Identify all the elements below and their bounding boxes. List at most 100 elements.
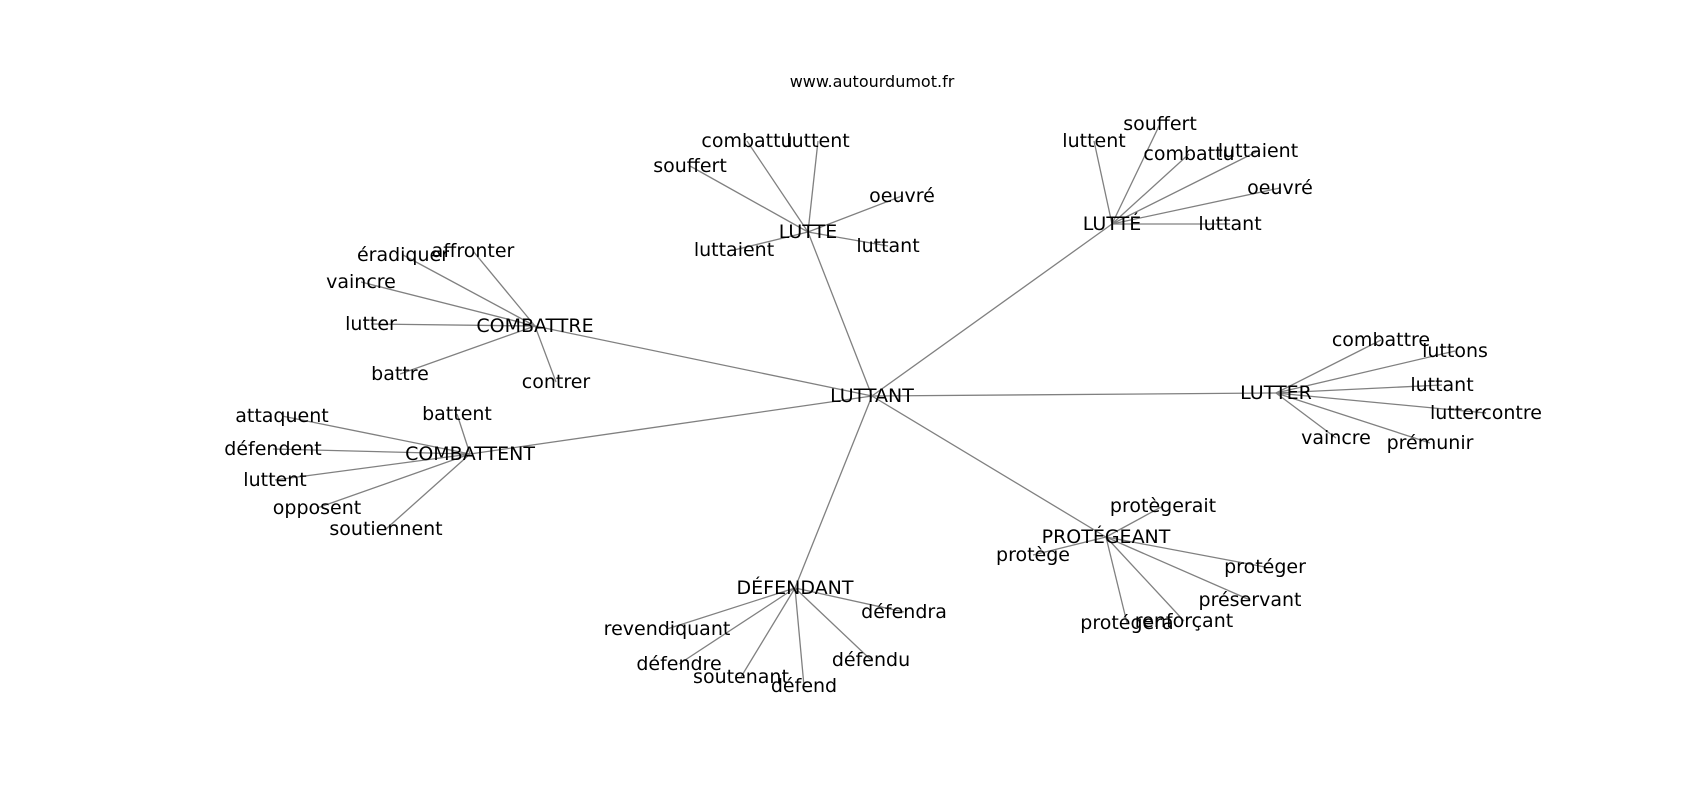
node-leaf-premunir[interactable]: prémunir: [1387, 432, 1474, 454]
edge-lutter-luttercontre: [1275, 392, 1487, 414]
node-leaf-soutiennent[interactable]: soutiennent: [329, 518, 442, 540]
edge-lutte-luttent: [807, 140, 819, 233]
node-leaf-oeuvre[interactable]: oeuvré: [1247, 177, 1313, 199]
graph-labels: LUTTANTLUTTEcombattuluttentsouffertoeuvr…: [224, 113, 1542, 697]
edge-lutte-luttaient: [733, 231, 809, 251]
edge-protegeant-renforcant: [1105, 536, 1185, 622]
edge-lutte-oeuvre: [807, 195, 903, 233]
node-leaf-lutter[interactable]: lutter: [345, 313, 397, 335]
edge-lutter-luttant: [1275, 384, 1443, 394]
node-leaf-proteger[interactable]: protéger: [1224, 556, 1306, 578]
edge-combattre-contrer: [534, 325, 557, 383]
edge-lutte-combattu: [1111, 153, 1190, 225]
edge-combattent-soutiennent: [385, 453, 471, 530]
edge-combattent-luttent: [274, 453, 471, 481]
node-leaf-combattu[interactable]: combattu: [701, 130, 792, 152]
node-leaf-luttaient[interactable]: luttaient: [694, 239, 774, 261]
edge-combattre-vaincre: [360, 281, 536, 327]
edge-defendant-defend: [794, 587, 805, 687]
site-watermark: www.autourdumot.fr: [789, 72, 955, 91]
node-leaf-defendent[interactable]: défendent: [224, 438, 321, 460]
edge-lutte-combattu: [746, 140, 809, 233]
node-leaf-combattu[interactable]: combattu: [1143, 143, 1234, 165]
node-leaf-protegerait[interactable]: protègerait: [1110, 495, 1216, 517]
node-leaf-souffert[interactable]: souffert: [1123, 113, 1197, 135]
edge-defendant-defendre: [678, 587, 796, 665]
node-leaf-preservant[interactable]: préservant: [1199, 589, 1302, 611]
edge-combattre-affronter: [472, 250, 536, 327]
edge-protegeant-preservant: [1105, 536, 1251, 601]
edge-combattent-defendent: [272, 448, 471, 455]
edge-center-combattent: [469, 395, 873, 455]
edge-center-protegeant: [871, 395, 1107, 538]
node-leaf-eradiquer[interactable]: éradiquer: [357, 244, 449, 266]
node-leaf-battent[interactable]: battent: [422, 403, 492, 425]
node-leaf-luttaient[interactable]: luttaient: [1218, 140, 1298, 162]
edge-lutter-premunir: [1275, 392, 1431, 444]
edge-defendant-soutenant: [740, 587, 796, 678]
edge-combattre-lutter: [370, 323, 536, 327]
node-leaf-defendre[interactable]: défendre: [636, 653, 721, 675]
edge-defendant-defendu: [794, 587, 872, 661]
graph-edges: [272, 123, 1487, 687]
node-leaf-soutenant[interactable]: soutenant: [693, 666, 789, 688]
node-hub-lutter[interactable]: LUTTER: [1240, 382, 1312, 404]
edge-center-combattre: [534, 325, 873, 397]
node-center-luttant[interactable]: LUTTANT: [830, 385, 914, 407]
node-leaf-luttercontre[interactable]: luttercontre: [1430, 402, 1542, 424]
edge-lutte-luttaient: [1111, 150, 1259, 225]
node-leaf-defendra[interactable]: défendra: [861, 601, 947, 623]
node-leaf-souffert[interactable]: souffert: [653, 155, 727, 177]
edge-lutte-souffert: [1111, 123, 1161, 225]
node-leaf-affronter[interactable]: affronter: [432, 240, 515, 262]
edge-defendant-defendra: [794, 587, 905, 613]
edge-lutter-vaincre: [1275, 392, 1337, 439]
edge-protegeant-protegera: [1105, 536, 1128, 624]
edge-combattent-attaquent: [281, 415, 471, 455]
node-leaf-vaincre[interactable]: vaincre: [1301, 427, 1371, 449]
node-leaf-combattre[interactable]: combattre: [1332, 329, 1430, 351]
node-leaf-opposent[interactable]: opposent: [273, 497, 361, 519]
edge-lutter-combattre: [1275, 339, 1382, 394]
node-hub-lutte[interactable]: LUTTÉ: [1083, 212, 1141, 235]
node-leaf-luttant[interactable]: luttant: [1198, 213, 1261, 235]
node-hub-protegeant[interactable]: PROTÉGEANT: [1042, 525, 1171, 548]
node-leaf-luttent[interactable]: luttent: [243, 469, 306, 491]
node-leaf-vaincre[interactable]: vaincre: [326, 271, 396, 293]
edge-combattre-battre: [399, 325, 536, 375]
node-leaf-luttant[interactable]: luttant: [856, 235, 919, 257]
edge-center-lutte: [871, 223, 1113, 397]
node-leaf-attaquent[interactable]: attaquent: [235, 405, 328, 427]
node-leaf-luttent[interactable]: luttent: [1062, 130, 1125, 152]
node-leaf-contrer[interactable]: contrer: [522, 371, 591, 393]
node-leaf-defend[interactable]: défend: [771, 675, 837, 697]
edge-center-lutte: [807, 231, 873, 397]
node-hub-combattent[interactable]: COMBATTENT: [405, 443, 535, 465]
node-leaf-oeuvre[interactable]: oeuvré: [869, 185, 935, 207]
edge-combattre-eradiquer: [402, 254, 536, 327]
node-hub-combattre[interactable]: COMBATTRE: [476, 315, 593, 337]
node-leaf-luttant[interactable]: luttant: [1410, 374, 1473, 396]
edge-protegeant-proteger: [1105, 536, 1266, 568]
node-hub-defendant[interactable]: DÉFENDANT: [737, 576, 854, 599]
edge-lutte-oeuvre: [1111, 187, 1281, 225]
node-leaf-renforcant[interactable]: renforçant: [1135, 610, 1233, 632]
edge-lutte-luttent: [1093, 140, 1113, 225]
edge-defendant-revendiquant: [666, 587, 796, 630]
node-leaf-luttons[interactable]: luttons: [1422, 340, 1488, 362]
edge-combattent-battent: [456, 413, 471, 455]
node-hub-lutte[interactable]: LUTTE: [779, 221, 837, 243]
edge-center-lutter: [871, 392, 1277, 397]
edge-protegeant-protegerait: [1105, 505, 1164, 538]
edge-lutte-souffert: [689, 165, 809, 233]
node-leaf-protegera[interactable]: protégera: [1080, 612, 1173, 634]
node-leaf-protege[interactable]: protège: [996, 544, 1070, 566]
node-leaf-defendu[interactable]: défendu: [832, 649, 910, 671]
node-leaf-revendiquant[interactable]: revendiquant: [604, 618, 731, 640]
edge-combattent-opposent: [316, 453, 471, 509]
edge-protegeant-protege: [1032, 536, 1107, 556]
edge-center-defendant: [794, 395, 873, 589]
node-leaf-battre[interactable]: battre: [371, 363, 429, 385]
node-leaf-luttent[interactable]: luttent: [786, 130, 849, 152]
